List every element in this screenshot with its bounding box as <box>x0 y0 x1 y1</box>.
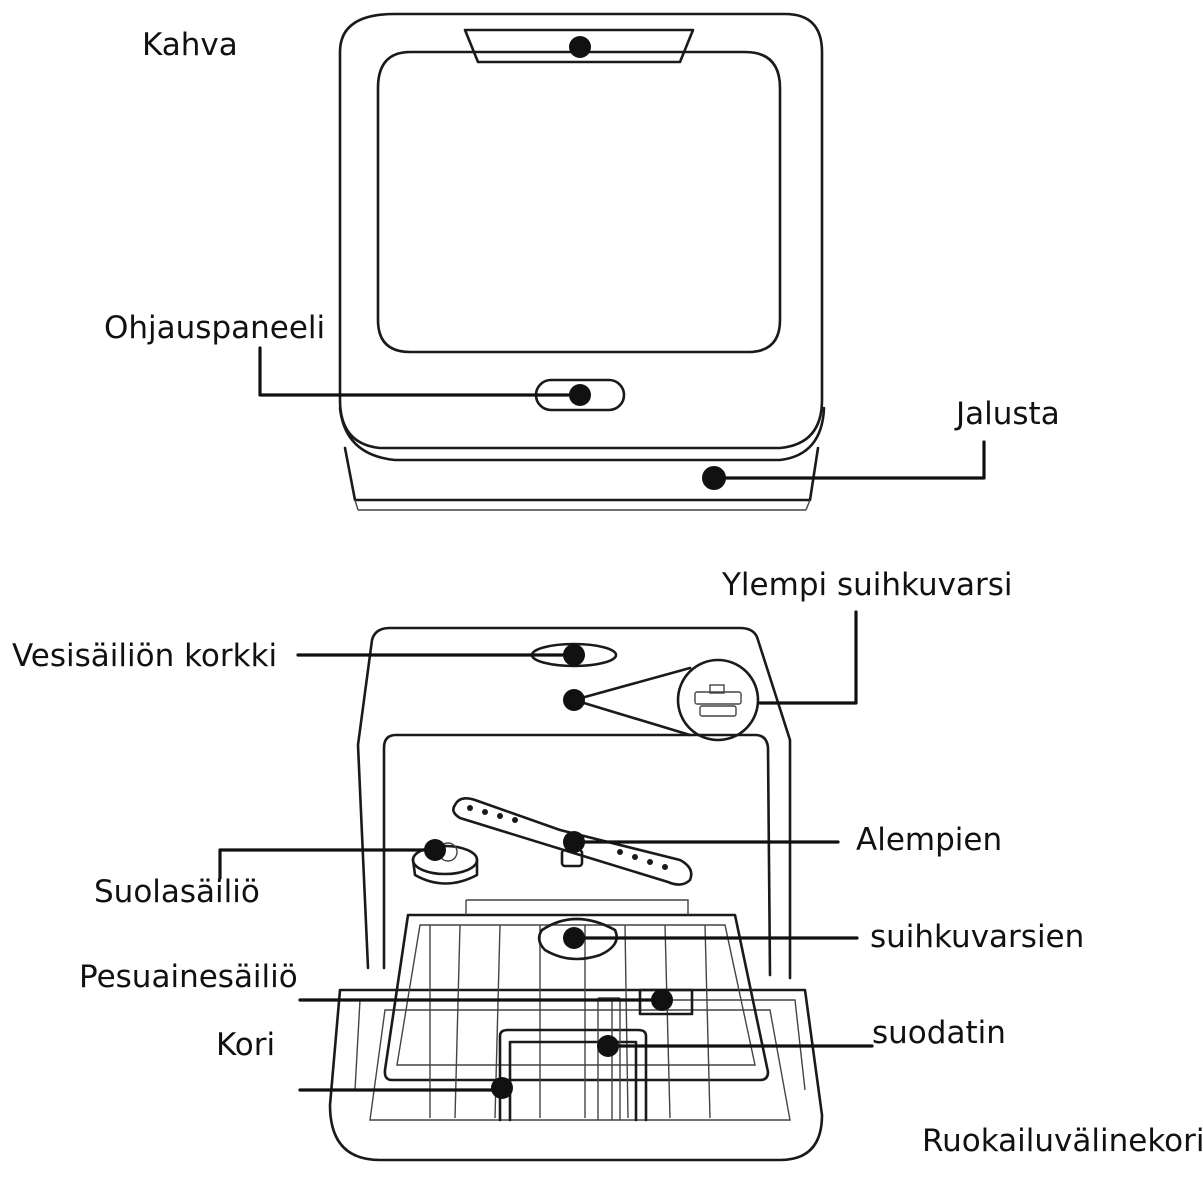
label-alempien: Alempien <box>856 822 1003 858</box>
label-kahva: Kahva <box>142 27 238 63</box>
label-ruokailuvalinekori: Ruokailuvälinekori <box>922 1123 1203 1159</box>
label-suihkuvarsien: suihkuvarsien <box>870 919 1085 955</box>
label-ohjauspaneeli: Ohjauspaneeli <box>104 310 326 346</box>
closed-dishwasher-illustration <box>338 12 826 511</box>
handle-marker <box>569 36 591 58</box>
label-suolasailio: Suolasäiliö <box>94 874 260 910</box>
label-kori: Kori <box>216 1027 276 1063</box>
upper-spray-arm-marker <box>563 689 585 711</box>
open-dishwasher-illustration <box>328 626 824 1162</box>
label-jalusta: Jalusta <box>956 396 1060 432</box>
label-suodatin: suodatin <box>872 1015 1006 1051</box>
label-vesisailion-korkki: Vesisäiliön korkki <box>12 638 278 674</box>
basket-marker <box>491 1077 513 1099</box>
label-ylempi-suihkuvarsi: Ylempi suihkuvarsi <box>722 567 1013 603</box>
label-pesuainesailio: Pesuainesäiliö <box>79 959 298 995</box>
